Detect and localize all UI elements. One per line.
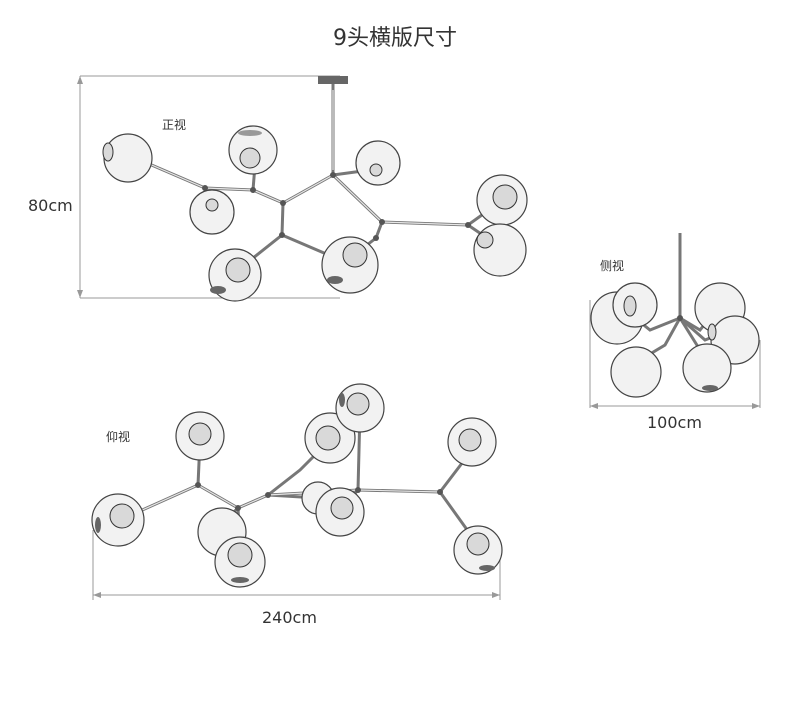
side-width-dimension-label: 100cm [647,413,702,432]
height-dimension-label: 80cm [28,196,73,215]
diagram-title: 9头横版尺寸 [333,26,457,51]
globe [228,125,278,175]
front-view-chandelier [102,76,528,302]
bottom-dimension-lines [92,530,501,600]
bottom-view-chandelier [91,383,503,588]
globe [189,189,235,235]
globe [102,133,153,183]
globe [610,346,662,398]
globe [214,536,266,588]
globe [208,248,262,302]
globe [473,223,527,277]
globe [453,525,503,575]
globe [612,282,658,328]
globe [304,412,356,464]
globe [315,487,365,537]
side-view-label: 侧视 [600,259,625,273]
globe [335,383,385,433]
globe [447,417,497,467]
globe [355,140,401,186]
globe [682,343,732,393]
globe [321,236,379,294]
side-dimension-lines [589,300,761,409]
globe [476,174,528,226]
bottom-view-label: 仰视 [106,430,131,444]
side-view-chandelier [590,233,760,398]
globe [175,411,225,461]
front-view-label: 正视 [162,118,187,132]
globe [91,493,145,547]
bottom-width-dimension-label: 240cm [262,608,317,627]
front-dimension-lines [77,75,340,299]
